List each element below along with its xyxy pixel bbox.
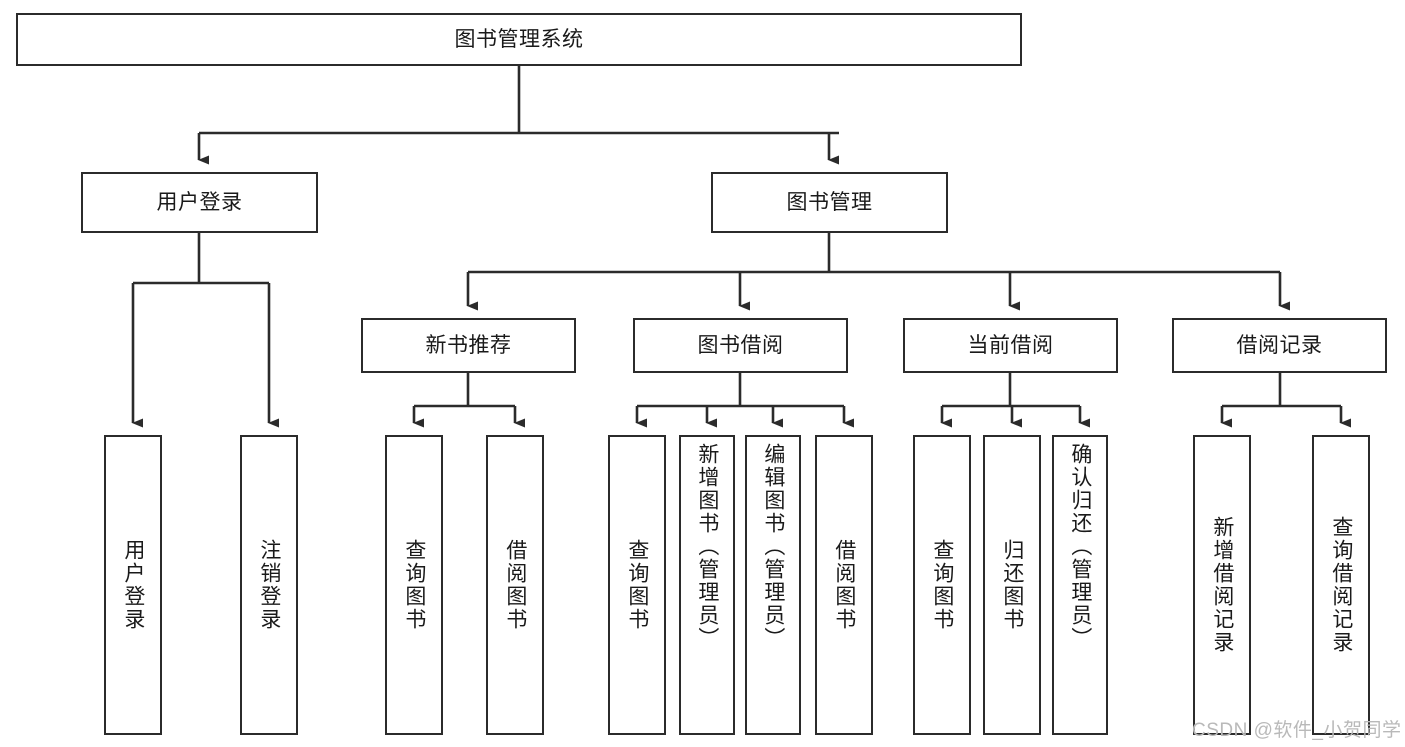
node-user-login-label: 用户登录	[156, 190, 243, 214]
node-leaf-user-login-label: 用户登录	[121, 539, 145, 631]
node-leaf-return-book-label: 归还图书	[1000, 539, 1024, 631]
node-new-book-recommend-label: 新书推荐	[425, 333, 512, 357]
node-leaf-edit-book-admin-label: 编辑图书（管理员）	[761, 443, 785, 650]
node-leaf-confirm-return-admin-label: 确认归还（管理员）	[1068, 443, 1092, 650]
node-leaf-logout-login-label: 注销登录	[257, 539, 281, 631]
node-leaf-add-book-admin[interactable]: 新增图书（管理员）	[679, 435, 735, 735]
node-leaf-query-book-borrow[interactable]: 查询图书	[608, 435, 666, 735]
node-leaf-return-book[interactable]: 归还图书	[983, 435, 1041, 735]
node-leaf-logout-login[interactable]: 注销登录	[240, 435, 298, 735]
node-leaf-query-book-recommend-label: 查询图书	[402, 539, 426, 631]
node-leaf-query-book-borrow-label: 查询图书	[625, 539, 649, 631]
node-leaf-edit-book-admin[interactable]: 编辑图书（管理员）	[745, 435, 801, 735]
node-borrow-records[interactable]: 借阅记录	[1172, 318, 1387, 373]
node-book-manage[interactable]: 图书管理	[711, 172, 948, 233]
node-leaf-query-book-current-label: 查询图书	[930, 539, 954, 631]
node-root-system[interactable]: 图书管理系统	[16, 13, 1022, 66]
node-root-system-label: 图书管理系统	[454, 27, 584, 51]
node-user-login[interactable]: 用户登录	[81, 172, 318, 233]
node-leaf-add-borrow-record[interactable]: 新增借阅记录	[1193, 435, 1251, 735]
csdn-watermark: CSDN @软件_小贺同学	[1192, 720, 1402, 741]
node-leaf-user-login[interactable]: 用户登录	[104, 435, 162, 735]
node-current-borrow[interactable]: 当前借阅	[903, 318, 1118, 373]
node-leaf-query-borrow-record-label: 查询借阅记录	[1329, 516, 1353, 654]
node-leaf-add-book-admin-label: 新增图书（管理员）	[695, 443, 719, 650]
node-leaf-query-book-recommend[interactable]: 查询图书	[385, 435, 443, 735]
node-leaf-query-borrow-record[interactable]: 查询借阅记录	[1312, 435, 1370, 735]
node-book-borrow[interactable]: 图书借阅	[633, 318, 848, 373]
node-leaf-borrow-book-recommend-label: 借阅图书	[503, 539, 527, 631]
node-borrow-records-label: 借阅记录	[1236, 333, 1323, 357]
node-new-book-recommend[interactable]: 新书推荐	[361, 318, 576, 373]
node-current-borrow-label: 当前借阅	[967, 333, 1054, 357]
node-leaf-query-book-current[interactable]: 查询图书	[913, 435, 971, 735]
node-book-borrow-label: 图书借阅	[697, 333, 784, 357]
node-leaf-borrow-book-label: 借阅图书	[832, 539, 856, 631]
node-leaf-borrow-book-recommend[interactable]: 借阅图书	[486, 435, 544, 735]
node-leaf-confirm-return-admin[interactable]: 确认归还（管理员）	[1052, 435, 1108, 735]
node-leaf-borrow-book[interactable]: 借阅图书	[815, 435, 873, 735]
node-leaf-add-borrow-record-label: 新增借阅记录	[1210, 516, 1234, 654]
node-book-manage-label: 图书管理	[786, 190, 873, 214]
